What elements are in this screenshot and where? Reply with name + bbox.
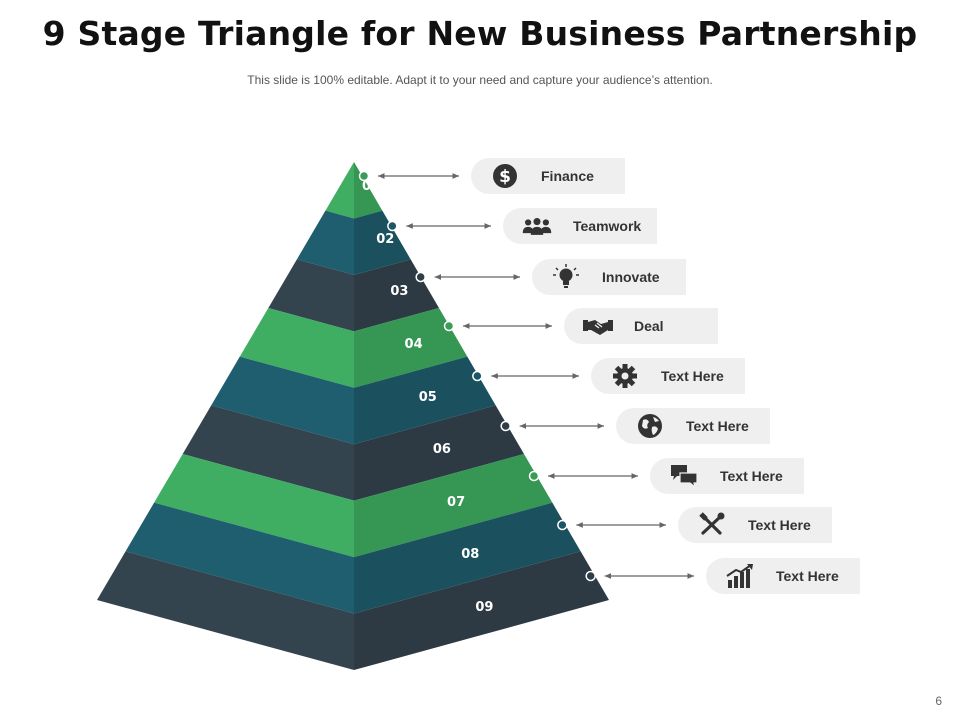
pyramid-layer-08-left-face <box>125 502 354 614</box>
connector-dot-02 <box>387 220 398 232</box>
connector-dot-07 <box>528 470 540 482</box>
stage-label-pill-09: Text Here <box>706 558 860 594</box>
connector-dot-01 <box>358 170 370 182</box>
chat-icon <box>668 463 700 489</box>
page-number: 6 <box>935 694 942 708</box>
stage-label-pill-02: Teamwork <box>503 208 657 244</box>
connector-dot-06 <box>500 420 511 432</box>
stage-label-pill-08: Text Here <box>678 507 832 543</box>
pyramid-layer-04-left-face <box>239 308 354 388</box>
pyramid-layer-06-left-face <box>182 405 354 501</box>
pyramid-layer-07-left-face <box>154 454 354 558</box>
stage-label-text: Text Here <box>686 418 749 434</box>
pyramid-layer-03-left-face <box>268 259 354 332</box>
pyramid-layer-05-right-face <box>354 356 496 445</box>
pyramid-layer-02-left-face <box>296 210 354 275</box>
stage-label-text: Text Here <box>661 368 724 384</box>
stage-label-pill-01: $ Finance <box>471 158 625 194</box>
stage-label-text: Innovate <box>602 269 660 285</box>
stage-number-09: 09 <box>475 599 494 615</box>
pyramid-layer-06-right-face <box>354 405 524 501</box>
stage-number-07: 07 <box>447 494 466 510</box>
stage-number-05: 05 <box>418 389 437 405</box>
globe-icon <box>634 413 666 439</box>
stage-label-pill-07: Text Here <box>650 458 804 494</box>
stage-label-pill-04: Deal <box>564 308 718 344</box>
page-subtitle: This slide is 100% editable. Adapt it to… <box>247 73 713 87</box>
pyramid-layer-02-right-face <box>354 210 411 275</box>
stage-number-02: 02 <box>376 231 395 247</box>
connector-dot-05 <box>472 370 483 382</box>
tools-icon <box>696 512 728 538</box>
dollar-icon: $ <box>489 163 521 189</box>
pyramid-layer-09-left-face <box>97 551 354 670</box>
handshake-icon <box>582 313 614 339</box>
connector-dot-03 <box>415 271 426 283</box>
pyramid-layer-05-left-face <box>211 356 354 445</box>
stage-label-text: Text Here <box>720 468 783 484</box>
pyramid-layer-04-right-face <box>354 308 468 388</box>
pyramid-layer-09-right-face <box>354 551 609 670</box>
stage-number-06: 06 <box>432 442 451 458</box>
stage-number-03: 03 <box>390 284 409 300</box>
gear-icon <box>609 363 641 389</box>
pyramid-layer-08-right-face <box>354 502 581 614</box>
stage-number-04: 04 <box>404 336 423 352</box>
growth-chart-icon <box>724 563 756 589</box>
stage-label-pill-05: Text Here <box>591 358 745 394</box>
pyramid-layer-07-right-face <box>354 454 553 558</box>
svg-text:$: $ <box>499 167 511 187</box>
page-title: 9 Stage Triangle for New Business Partne… <box>42 14 918 53</box>
team-icon <box>521 213 553 239</box>
connector-dot-04 <box>443 320 455 332</box>
stage-label-text: Deal <box>634 318 664 334</box>
stage-label-text: Text Here <box>776 568 839 584</box>
connector-dot-08 <box>557 519 568 531</box>
lightbulb-icon <box>550 264 582 290</box>
connector-dot-09 <box>585 570 596 582</box>
stage-label-text: Text Here <box>748 517 811 533</box>
stage-label-pill-06: Text Here <box>616 408 770 444</box>
stage-label-text: Finance <box>541 168 594 184</box>
stage-number-01: 01 <box>362 179 381 195</box>
stage-label-text: Teamwork <box>573 218 642 234</box>
stage-label-pill-03: Innovate <box>532 259 686 295</box>
pyramid-layer-01-left-face <box>325 162 354 219</box>
stage-number-08: 08 <box>461 547 480 563</box>
